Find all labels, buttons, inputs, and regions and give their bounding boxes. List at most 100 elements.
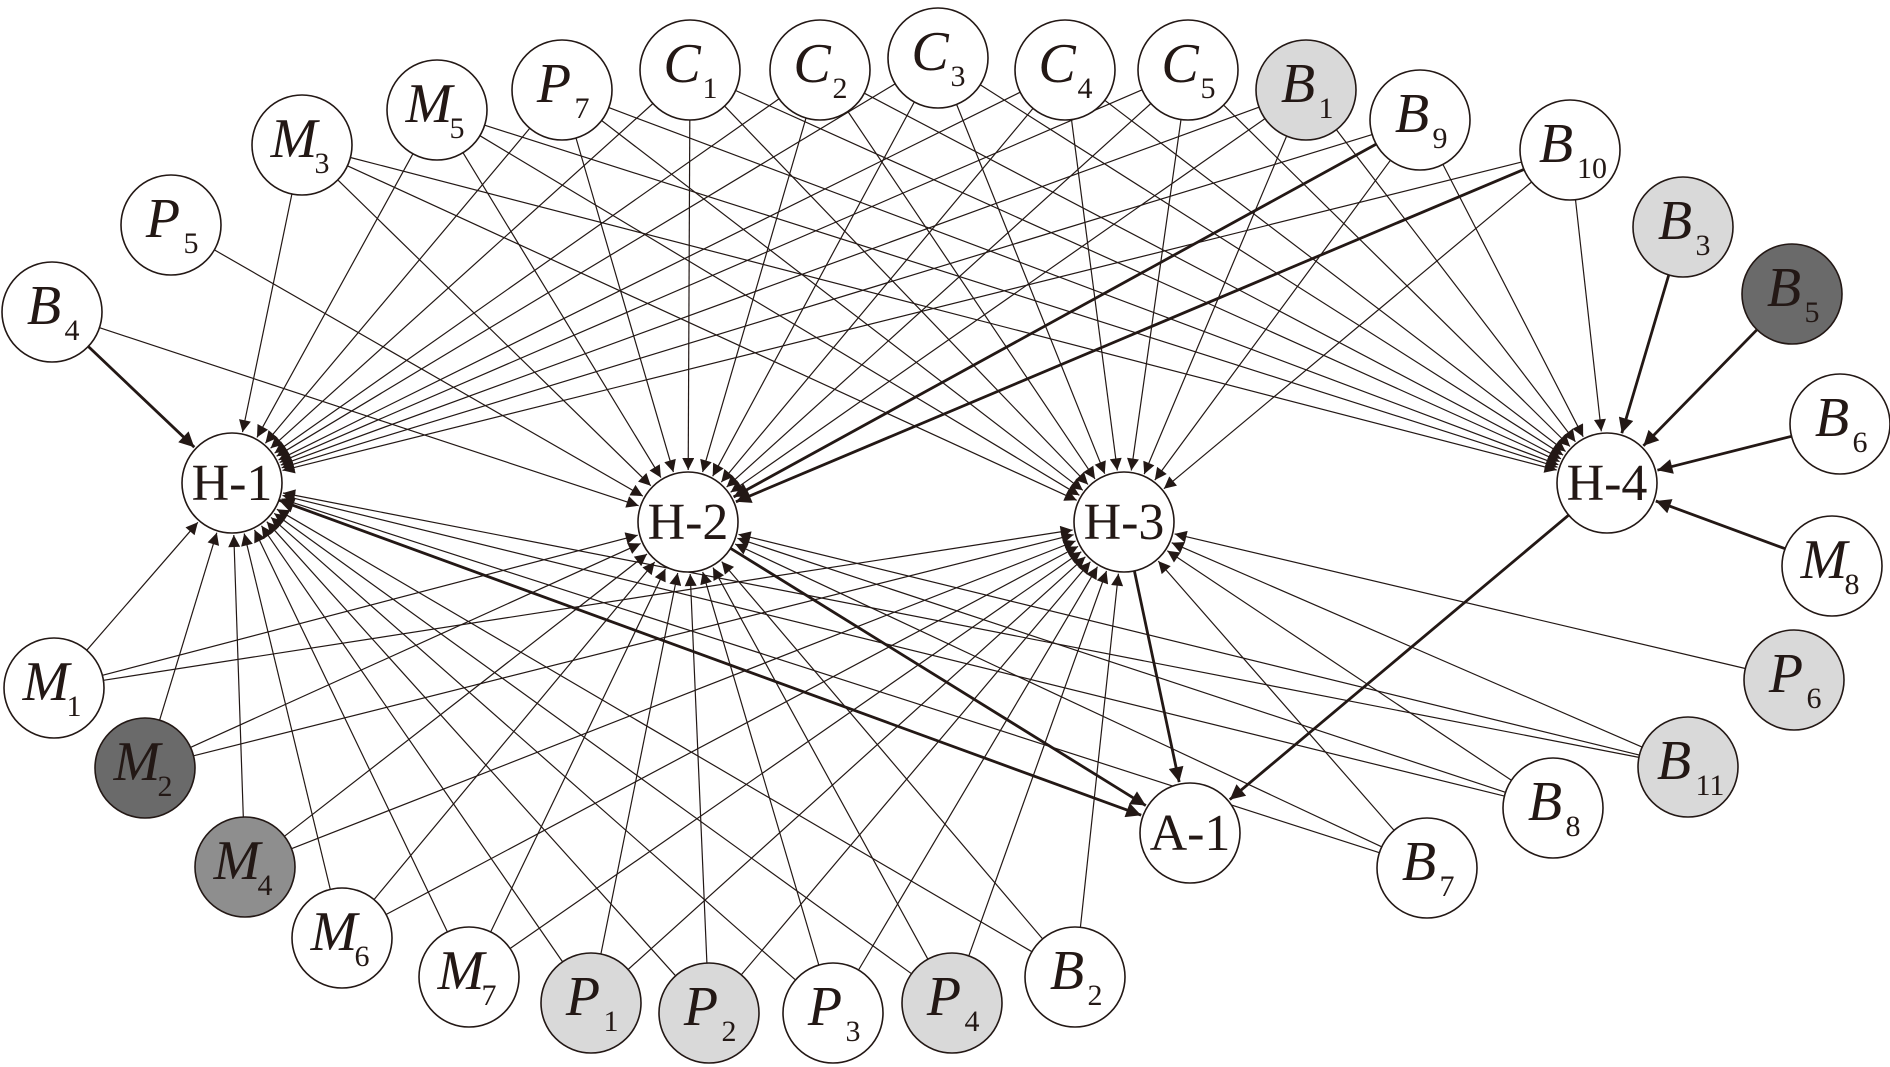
node-c1-circle (639, 19, 741, 121)
edge-c4-to-h3 (1070, 119, 1122, 471)
edge-layer (86, 83, 1792, 981)
edge-p6-to-h3 (1174, 530, 1746, 670)
node-letter-p7: P (536, 53, 571, 115)
node-letter-m6: M (310, 901, 361, 963)
node-subscript-m2: 2 (158, 770, 173, 803)
edge-c3-to-h1 (276, 83, 896, 457)
hub-node-h3: H-3 (1073, 471, 1175, 573)
edge-b5-to-h4 (1642, 328, 1759, 447)
edge-c5-to-h3 (1127, 119, 1182, 471)
edge-b9-to-h3 (1154, 159, 1391, 481)
node-subscript-c5: 5 (1201, 72, 1216, 105)
node-subscript-b1: 1 (1319, 92, 1334, 125)
edge-m2-to-h1 (159, 532, 220, 721)
edge-b9-to-h1 (281, 134, 1373, 471)
node-letter-c2: C (793, 33, 831, 95)
edge-c3-to-h4 (979, 84, 1564, 456)
edge-b7-to-h2 (734, 543, 1382, 848)
node-p7-circle (511, 39, 613, 141)
node-letter-b7: B (1402, 831, 1436, 893)
node-p1-circle (540, 952, 642, 1054)
node-m2: M2 (94, 717, 196, 819)
node-m3-circle (251, 94, 353, 196)
node-subscript-p5: 5 (184, 227, 199, 260)
edge-b1-to-h2 (730, 118, 1266, 493)
node-subscript-b2: 2 (1088, 979, 1103, 1012)
hub-label-a1: A-1 (1150, 805, 1231, 862)
edge-c1-to-h3 (724, 105, 1089, 485)
edge-c1-to-h1 (270, 103, 654, 449)
hub-node-h1-circle (181, 432, 283, 534)
node-letter-p5: P (145, 188, 180, 250)
edge-c3-to-h3 (956, 104, 1106, 474)
node-subscript-m6: 6 (355, 940, 370, 973)
edge-c1-to-h2 (682, 119, 695, 471)
node-p4-circle (901, 952, 1003, 1054)
node-b10-circle (1519, 99, 1621, 201)
edge-p2-to-h3 (740, 561, 1091, 976)
edge-c2-to-h2 (700, 117, 807, 473)
edge-m3-to-h4 (350, 156, 1557, 473)
node-letter-b4: B (27, 275, 61, 337)
node-letter-p6: P (1768, 643, 1803, 705)
node-subscript-c3: 3 (951, 60, 966, 93)
node-b1-circle (1255, 39, 1357, 141)
node-m6: M6 (291, 887, 393, 989)
node-letter-m4: M (213, 830, 264, 892)
node-letter-b2: B (1050, 940, 1084, 1002)
hub-node-h4-circle (1556, 432, 1658, 534)
hub-node-h2-circle (637, 471, 739, 573)
node-b4-circle (1, 261, 103, 363)
node-letter-c4: C (1038, 33, 1076, 95)
node-m8-circle (1781, 515, 1883, 617)
node-m4: M4 (194, 816, 296, 918)
node-subscript-m1: 1 (67, 690, 82, 723)
edge-p1-to-h1 (261, 525, 564, 963)
node-b5-circle (1741, 243, 1843, 345)
node-letter-b3: B (1658, 190, 1692, 252)
node-m1: M1 (3, 637, 105, 739)
edge-p7-to-h1 (264, 127, 531, 444)
node-letter-p4: P (926, 966, 961, 1028)
node-subscript-p6: 6 (1807, 682, 1822, 715)
node-subscript-p3: 3 (846, 1015, 861, 1048)
node-subscript-b4: 4 (65, 314, 80, 347)
node-b11-circle (1637, 716, 1739, 818)
node-letter-b5: B (1767, 257, 1801, 319)
edge-b2-to-h1 (276, 508, 1033, 953)
edge-p7-to-h2 (575, 137, 676, 473)
edge-b1-to-h4 (1335, 129, 1576, 443)
edge-p1-to-h2 (600, 572, 682, 955)
node-subscript-m4: 4 (258, 869, 273, 902)
edge-p2-to-h2 (684, 573, 708, 964)
node-letter-b1: B (1281, 53, 1315, 115)
edge-b1-to-h1 (280, 106, 1260, 467)
node-b2-circle (1024, 926, 1126, 1028)
hub-label-h4: H-4 (1567, 455, 1648, 512)
edge-b9-to-h4 (1442, 164, 1584, 438)
node-subscript-c2: 2 (833, 72, 848, 105)
edge-m6-to-h2 (373, 561, 656, 900)
edge-b2-to-h2 (721, 561, 1044, 940)
edge-p4-to-h2 (712, 567, 929, 960)
edge-c4-to-h1 (278, 91, 1021, 461)
edge-b8-to-h3 (1166, 550, 1512, 781)
node-b3-circle (1632, 176, 1734, 278)
node-b6-circle (1789, 373, 1890, 475)
node-m7: M7 (418, 926, 520, 1028)
node-subscript-c4: 4 (1078, 72, 1093, 105)
edge-h4-to-a1 (1228, 514, 1570, 801)
node-letter-c5: C (1161, 33, 1199, 95)
edge-b1-to-h3 (1143, 135, 1288, 475)
